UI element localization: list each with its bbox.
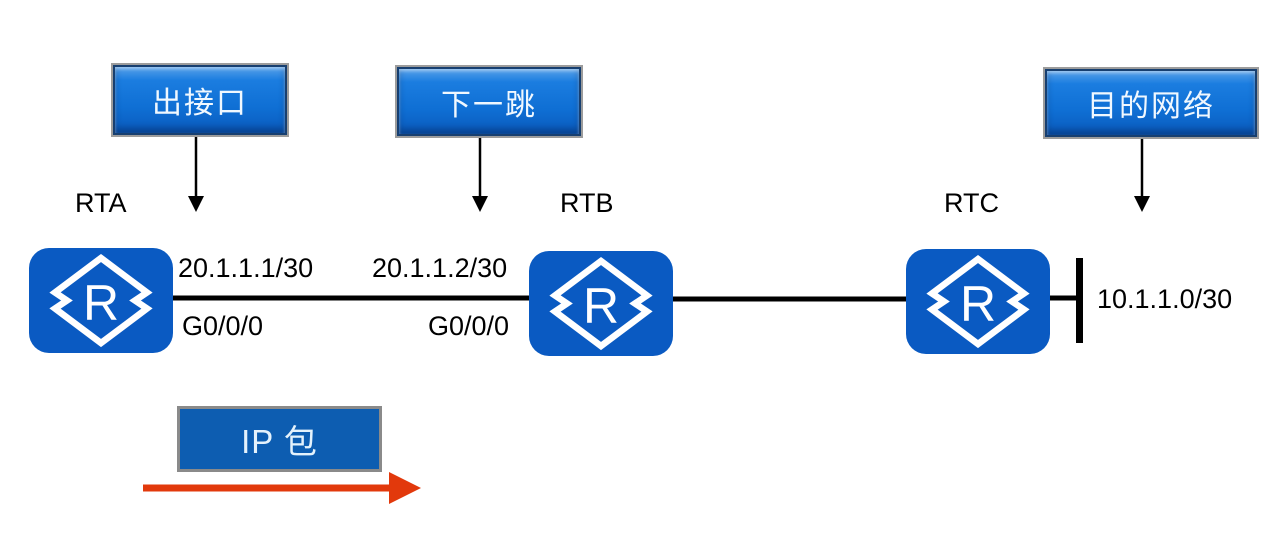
router-rta: R [28, 247, 174, 354]
down-arrow-outgoing-interface [188, 134, 204, 212]
down-arrow-destination-network [1134, 135, 1150, 212]
callout-next-hop: 下一跳 [397, 67, 581, 136]
router-icon: R [906, 249, 1050, 354]
label-rtb-interface-ip: 20.1.1.2/30 [372, 253, 508, 283]
router-name-rtc: RTC [944, 188, 1000, 218]
down-arrow-next-hop [472, 134, 488, 212]
callout-outgoing-interface: 出接口 [113, 65, 287, 135]
ip-packet-box: IP 包 [177, 406, 382, 472]
callout-next-hop-label: 下一跳 [441, 88, 537, 122]
router-icon-letter: R [960, 276, 996, 332]
label-rta-interface-port: G0/0/0 [182, 311, 264, 341]
router-rtc: R [905, 248, 1051, 355]
router-icon: R [529, 251, 673, 356]
ip-packet-label: IP 包 [241, 423, 318, 460]
callout-outgoing-interface-label: 出接口 [152, 87, 248, 120]
label-rtb-interface-port: G0/0/0 [428, 311, 510, 341]
callout-destination-network-label: 目的网络 [1087, 90, 1215, 123]
label-rta-interface-ip: 20.1.1.1/30 [178, 253, 314, 283]
router-name-rta: RTA [75, 188, 127, 218]
label-destination-network-ip: 10.1.1.0/30 [1097, 284, 1233, 314]
router-icon-letter: R [583, 278, 619, 334]
callout-destination-network: 目的网络 [1045, 69, 1257, 137]
router-icon-letter: R [83, 275, 119, 331]
router-name-rtb: RTB [560, 188, 614, 218]
network-segment-bar [1076, 258, 1083, 343]
packet-flow-arrow [143, 472, 421, 504]
router-rtb: R [528, 250, 674, 357]
router-icon: R [29, 248, 173, 353]
